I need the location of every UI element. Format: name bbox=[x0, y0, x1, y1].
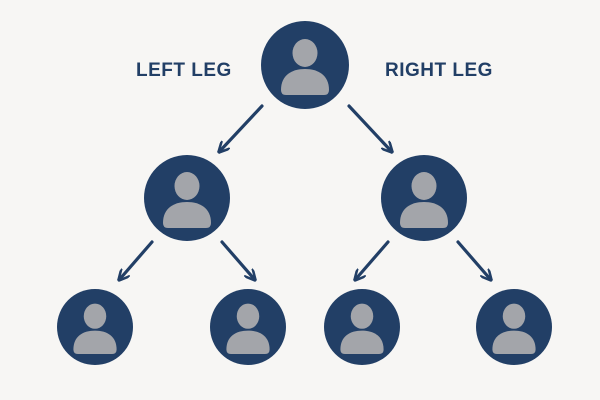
user-silhouette-icon bbox=[281, 39, 329, 95]
root-node bbox=[261, 21, 349, 109]
user-silhouette-icon bbox=[163, 172, 211, 228]
arrow-root-to-right bbox=[347, 104, 392, 152]
left-leg-node bbox=[144, 155, 230, 241]
right-leg-child-2-node bbox=[476, 289, 552, 365]
right-leg-label: RIGHT LEG bbox=[385, 60, 493, 81]
left-leg-child-1-node bbox=[57, 289, 133, 365]
right-leg-node bbox=[381, 155, 467, 241]
user-silhouette-icon bbox=[400, 172, 448, 228]
user-silhouette-icon bbox=[492, 303, 536, 354]
user-silhouette-icon bbox=[226, 303, 270, 354]
left-leg-label: LEFT LEG bbox=[136, 60, 232, 81]
right-leg-child-1-node bbox=[324, 289, 400, 365]
user-silhouette-icon bbox=[73, 303, 117, 354]
user-silhouette-icon bbox=[340, 303, 384, 354]
arrow-right-to-child-2 bbox=[456, 240, 491, 280]
arrow-left-to-child-2 bbox=[220, 240, 255, 280]
arrow-left-to-child-1 bbox=[119, 240, 154, 280]
arrow-right-to-child-1 bbox=[355, 240, 390, 280]
arrow-root-to-left bbox=[219, 104, 264, 152]
left-leg-child-2-node bbox=[210, 289, 286, 365]
